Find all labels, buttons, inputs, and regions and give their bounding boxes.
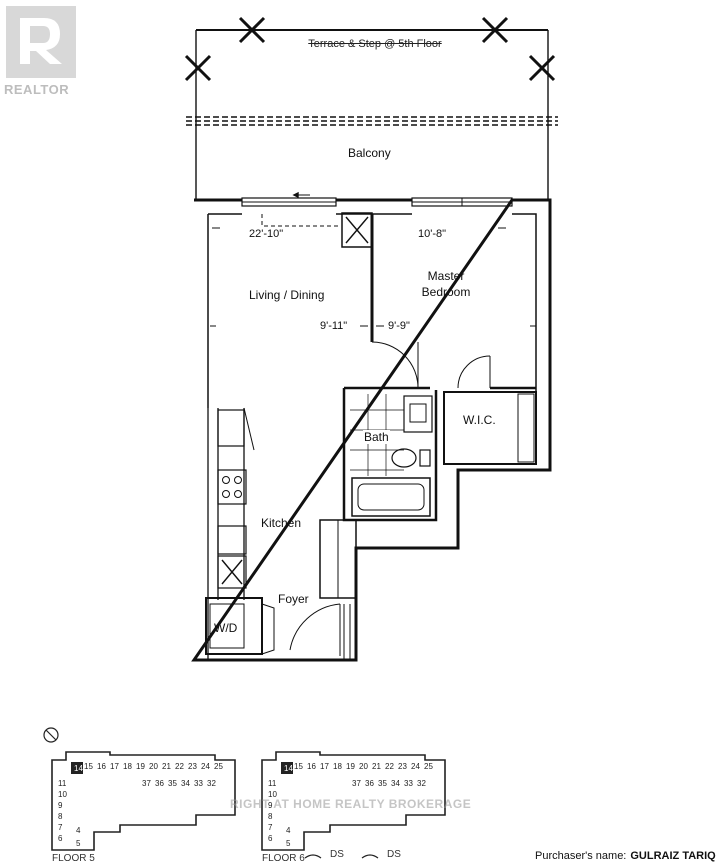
key-plans xyxy=(43,727,446,859)
bedroom-depth-dim: 9'-9" xyxy=(388,320,410,332)
wic-label: W.I.C. xyxy=(463,413,496,427)
key-plan-unit: 8 xyxy=(268,812,273,821)
key-plan-unit: 37 xyxy=(352,779,361,788)
key-plan-unit: 25 xyxy=(214,762,223,771)
terrace-label: Terrace & Step @ 5th Floor xyxy=(308,38,442,50)
purchaser-label: Purchaser's name: xyxy=(535,850,627,862)
purchaser-name: Purchaser's name:GULRAIZ TARIQ xyxy=(535,850,716,862)
key-plan-unit: 37 xyxy=(142,779,151,788)
key-plan-unit: 18 xyxy=(123,762,132,771)
key-plan-unit: 22 xyxy=(175,762,184,771)
key-plan-unit: 34 xyxy=(391,779,400,788)
key-plan-unit: 7 xyxy=(268,823,273,832)
key-plan-unit: 33 xyxy=(194,779,203,788)
key-plan-unit: 5 xyxy=(286,839,291,848)
key-plan-unit: 15 xyxy=(294,762,303,771)
living-width-dim: 22'-10" xyxy=(249,228,284,240)
key-plan-unit: 35 xyxy=(168,779,177,788)
key-plan-unit: 34 xyxy=(181,779,190,788)
key-plan-caption-left: FLOOR 5 xyxy=(52,853,95,864)
key-plan-unit: 16 xyxy=(307,762,316,771)
key-plan-unit: 6 xyxy=(58,834,63,843)
key-plan-unit: 19 xyxy=(346,762,355,771)
key-plan-unit: 10 xyxy=(268,790,277,799)
key-plan-unit: 24 xyxy=(411,762,420,771)
living-depth-dim: 9'-11" xyxy=(320,320,348,332)
key-plan-unit: 8 xyxy=(58,812,63,821)
kitchen-label: Kitchen xyxy=(261,516,302,530)
key-plan-unit: 24 xyxy=(201,762,210,771)
key-plan-unit: 15 xyxy=(84,762,93,771)
key-plan-unit: 20 xyxy=(149,762,158,771)
key-plan-unit: 19 xyxy=(136,762,145,771)
key-plan-unit: 23 xyxy=(188,762,197,771)
key-plan-unit: 4 xyxy=(76,826,81,835)
key-plan-unit-highlight: 14 xyxy=(284,764,293,773)
master-bedroom-label-line1: Master xyxy=(427,269,465,283)
master-bedroom-label-line2: Bedroom xyxy=(421,285,471,299)
purchaser-value: GULRAIZ TARIQ xyxy=(630,850,716,862)
key-plan-unit: 36 xyxy=(155,779,164,788)
wd-label: W/D xyxy=(214,621,238,635)
key-plan-caption-right: FLOOR 6 xyxy=(262,853,305,864)
key-plan-unit: 6 xyxy=(268,834,273,843)
foyer-label: Foyer xyxy=(278,592,309,606)
key-plan-unit: 20 xyxy=(359,762,368,771)
key-plan-unit: 5 xyxy=(76,839,81,848)
key-plan-unit: 21 xyxy=(372,762,381,771)
key-plan-unit: 4 xyxy=(286,826,291,835)
balcony-label: Balcony xyxy=(348,146,391,160)
key-plan-unit: 10 xyxy=(58,790,67,799)
bath-label: Bath xyxy=(363,430,390,444)
key-plan-unit: 23 xyxy=(398,762,407,771)
key-plan-unit: 17 xyxy=(320,762,329,771)
key-plan-unit: 17 xyxy=(110,762,119,771)
key-plan-unit: 33 xyxy=(404,779,413,788)
key-plan-unit: 9 xyxy=(58,801,63,810)
key-plan-unit: 22 xyxy=(385,762,394,771)
key-plan-unit: 9 xyxy=(268,801,273,810)
realtor-logo-icon xyxy=(6,6,76,78)
realtor-logo-text: REALTOR xyxy=(4,82,70,97)
living-dining-label: Living / Dining xyxy=(249,288,325,302)
key-plan-unit: 32 xyxy=(417,779,426,788)
realtor-logo[interactable]: REALTOR xyxy=(4,4,78,100)
key-plan-unit: 35 xyxy=(378,779,387,788)
key-plan-unit: 11 xyxy=(268,779,277,788)
ds-label-2: DS xyxy=(387,849,401,860)
key-plan-unit: 11 xyxy=(58,779,67,788)
bedroom-width-dim: 10'-8" xyxy=(418,228,447,240)
key-plan-unit: 7 xyxy=(58,823,63,832)
key-plan-unit: 18 xyxy=(333,762,342,771)
ds-label-1: DS xyxy=(330,849,344,860)
key-plan-unit: 21 xyxy=(162,762,171,771)
key-plan-unit: 25 xyxy=(424,762,433,771)
key-plan-unit-highlight: 14 xyxy=(74,764,83,773)
key-plan-unit: 36 xyxy=(365,779,374,788)
key-plan-unit: 32 xyxy=(207,779,216,788)
key-plan-unit: 16 xyxy=(97,762,106,771)
brokerage-watermark: RIGHT AT HOME REALTY BROKERAGE xyxy=(230,797,472,811)
